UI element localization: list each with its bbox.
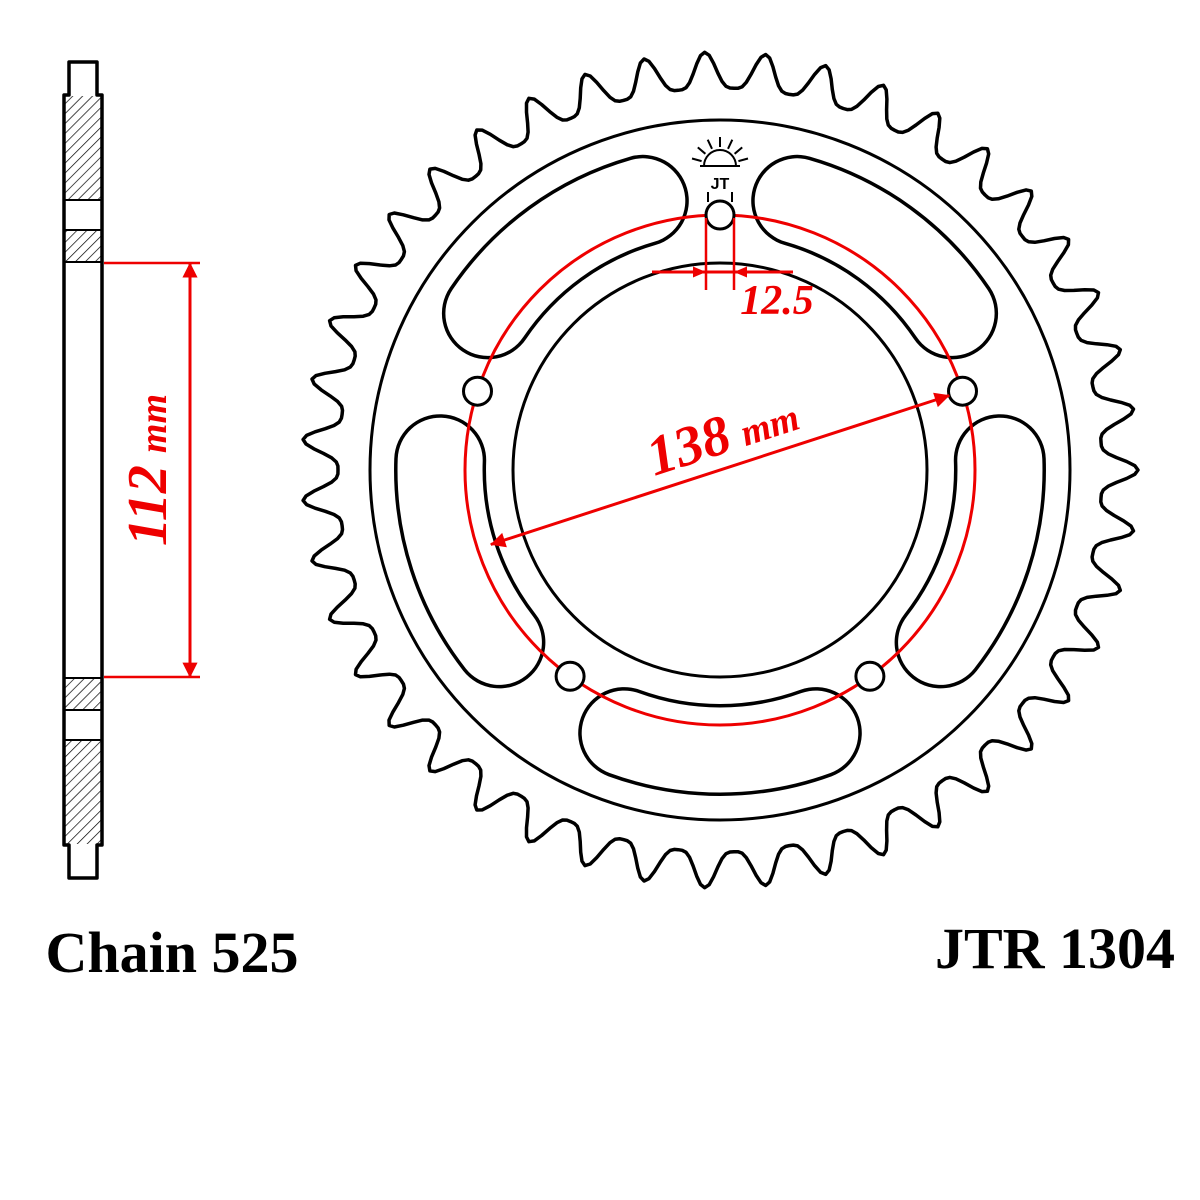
hatch-band — [65, 740, 101, 844]
logo-ray — [691, 157, 702, 163]
arrow-right — [693, 266, 706, 278]
logo-text: JT — [711, 176, 730, 193]
arrow-left — [734, 266, 747, 278]
hatch-band — [65, 96, 101, 200]
logo-ray — [697, 146, 707, 155]
dimension-line — [490, 392, 950, 548]
side-view-outline — [62, 60, 104, 880]
logo-ray — [738, 157, 749, 163]
dimension-bore-span: 112 mm — [104, 261, 200, 679]
chain-size-label: Chain 525 — [45, 920, 298, 985]
hatch-band — [65, 678, 101, 710]
bolt-hole — [462, 375, 493, 407]
logo-ray — [733, 146, 743, 155]
dimension-label-bore-span: 112 mm — [117, 394, 179, 546]
logo-ray — [727, 139, 734, 150]
logo-sun-rays — [691, 137, 749, 163]
dim-value: 112 — [117, 465, 179, 546]
jt-logo: JT — [691, 137, 749, 202]
bolt-hole — [947, 375, 978, 407]
sprocket-front-view: JT 12.5 138mm — [301, 50, 1140, 890]
dimension-label-hole: 12.5 — [740, 278, 814, 324]
bolt-hole — [854, 660, 886, 692]
dimension-hole-diameter: 12.5 — [652, 218, 814, 324]
hatch-band — [65, 230, 101, 262]
bolt-hole — [704, 199, 736, 231]
logo-ray — [706, 139, 713, 150]
rim-circle — [368, 118, 1072, 822]
bolt-hole — [554, 660, 586, 692]
slots-inner — [397, 158, 1043, 793]
dim-unit: mm — [133, 394, 175, 453]
part-number-label: JTR 1304 — [935, 916, 1175, 981]
bolt-holes — [462, 199, 978, 692]
sprocket-side-view: 112 mm — [62, 60, 200, 880]
logo-sun-arc — [703, 149, 737, 167]
